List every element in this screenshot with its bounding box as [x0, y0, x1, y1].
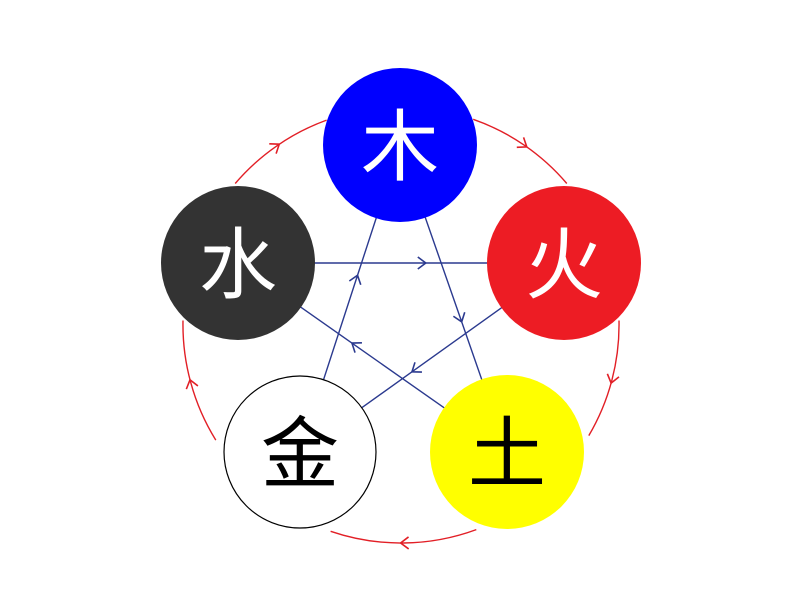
metal-circle [223, 375, 377, 529]
fire-label: 火 [525, 221, 603, 311]
element-metal: 金 [223, 375, 377, 529]
element-water: 水 [161, 186, 315, 340]
overcoming-arrow-wood-to-earth [423, 212, 484, 385]
generating-arrow-water-to-wood [234, 119, 327, 184]
water-label: 水 [199, 221, 277, 311]
overcoming-arrow-earth-to-water [296, 303, 449, 412]
overcoming-arrow-metal-to-wood [321, 213, 379, 384]
fire-circle [487, 186, 641, 340]
water-circle [161, 186, 315, 340]
element-fire: 火 [487, 186, 641, 340]
metal-label: 金 [261, 410, 339, 500]
wood-label: 木 [361, 103, 439, 193]
generating-arrow-fire-to-earth [588, 320, 620, 436]
generating-cycle [182, 118, 620, 550]
earth-circle [430, 375, 584, 529]
element-wood: 木 [323, 68, 477, 222]
earth-label: 土 [468, 410, 546, 500]
overcoming-cycle [296, 212, 506, 412]
generating-arrow-earth-to-metal [330, 528, 477, 550]
wood-circle [323, 68, 477, 222]
generating-arrow-metal-to-water [182, 320, 217, 441]
element-earth: 土 [430, 375, 584, 529]
overcoming-arrow-fire-to-metal [358, 304, 506, 411]
generating-arrow-wood-to-fire [472, 118, 568, 184]
